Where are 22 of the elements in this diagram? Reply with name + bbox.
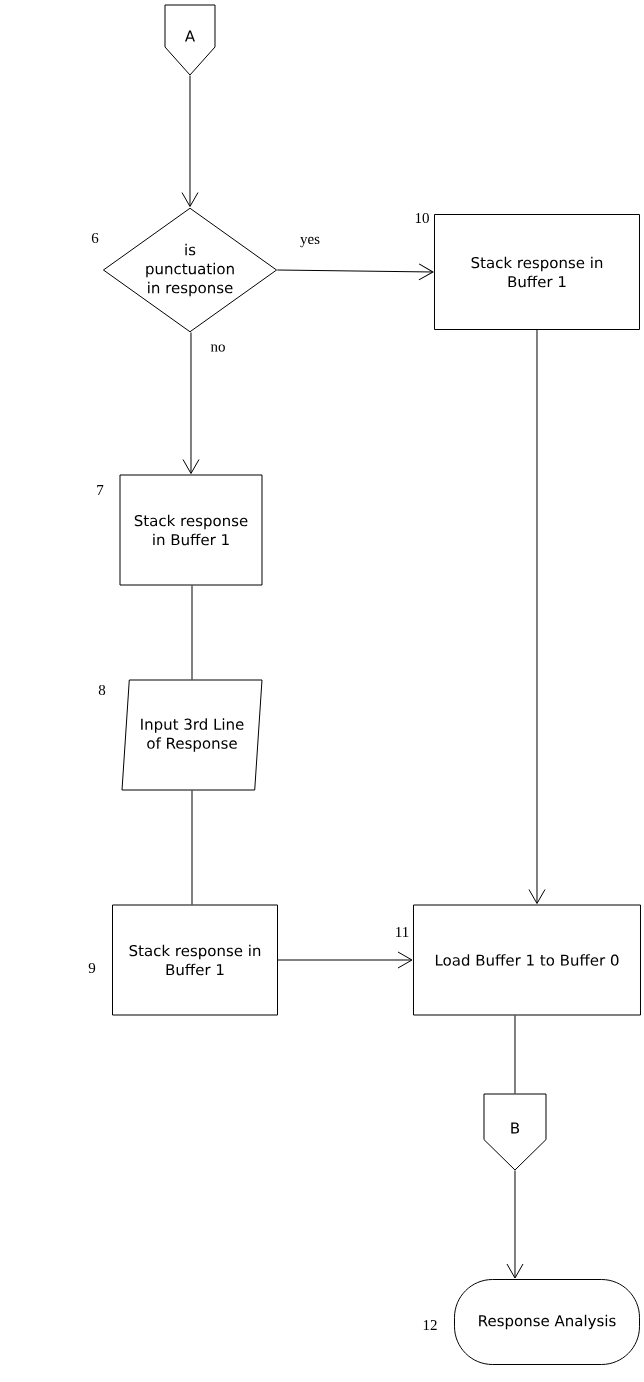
- arrow: [528, 329, 546, 904]
- off-page-connector: B: [483, 1093, 547, 1171]
- process-box: Load Buffer 1 to Buffer 0: [413, 904, 641, 1016]
- process-box: Stack response in Buffer 1: [112, 904, 278, 1016]
- process-box: Stack response in Buffer 1: [119, 474, 263, 586]
- input-parallelogram: Input 3rd Line of Response: [121, 679, 263, 791]
- arrow: [181, 75, 199, 208]
- step-number: 10: [415, 212, 429, 224]
- step-number: 6: [91, 233, 99, 244]
- step-number: 8: [98, 684, 106, 696]
- arrow: [506, 1170, 524, 1279]
- arrow: [182, 332, 200, 474]
- arrow: [277, 951, 413, 969]
- step-number: 7: [97, 485, 104, 495]
- off-page-connector: A: [164, 4, 216, 76]
- edge-label: yes: [299, 235, 321, 249]
- step-number: 11: [396, 927, 409, 937]
- arrow: [276, 263, 434, 281]
- step-number: 9: [88, 962, 96, 974]
- step-number: 12: [423, 1320, 437, 1330]
- process-box: Stack response in Buffer 1: [434, 214, 640, 330]
- edge-label: no: [209, 343, 227, 353]
